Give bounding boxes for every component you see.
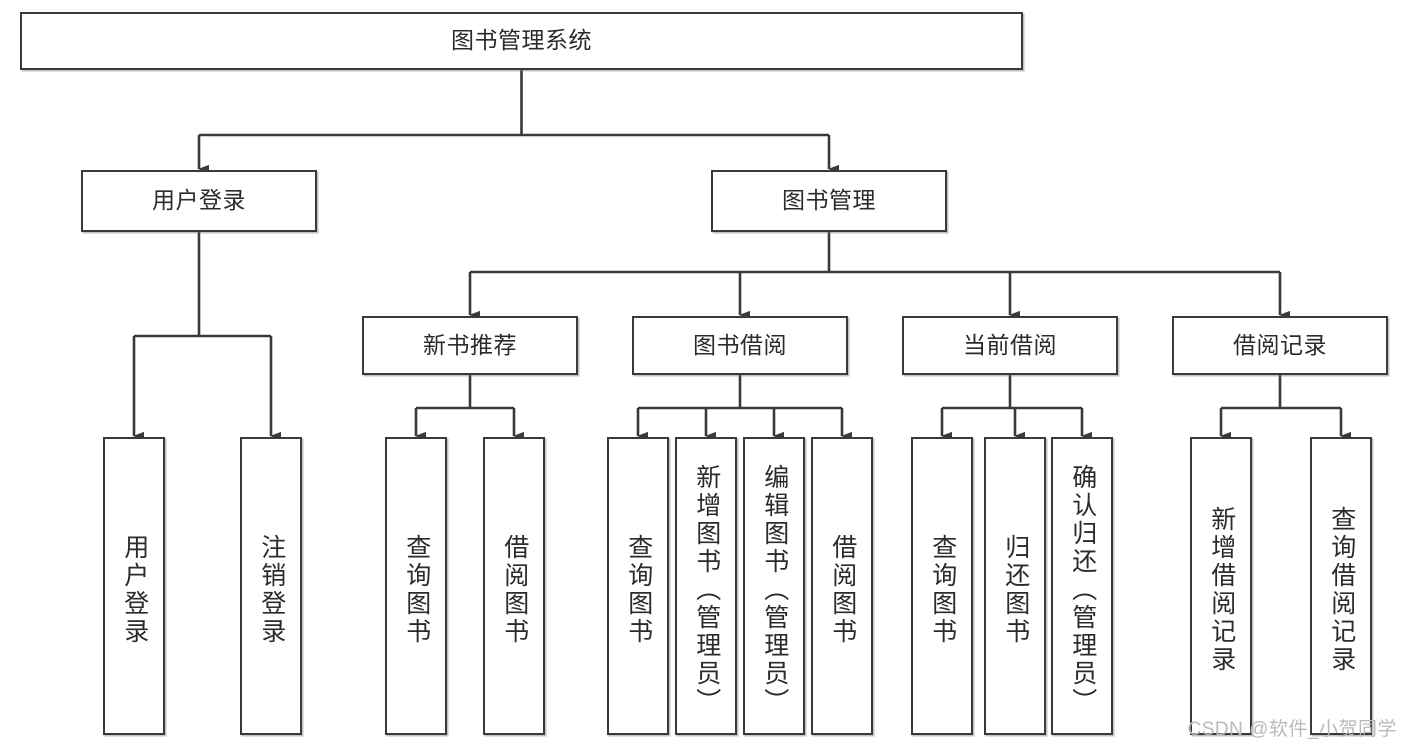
leaf-node-label: 用户登录: [120, 534, 149, 646]
leaf-node-label: 编辑图书（管理员）: [760, 464, 789, 716]
leaf-node-label: 查询借阅记录: [1327, 506, 1356, 674]
root-node-box: 图书管理系统: [20, 12, 1023, 70]
leaf-node-label: 新增图书（管理员）: [692, 464, 721, 716]
csdn-watermark: CSDN @软件_小贺同学: [1187, 719, 1397, 740]
leaf-node-box: 查询图书: [607, 437, 669, 735]
leaf-node-box: 确认归还（管理员）: [1051, 437, 1113, 735]
leaf-node-box: 注销登录: [240, 437, 302, 735]
level2-node-box: 借阅记录: [1172, 316, 1388, 375]
level1-node-label: 用户登录: [152, 187, 246, 214]
leaf-node-label: 查询图书: [928, 534, 957, 646]
leaf-node-box: 借阅图书: [811, 437, 873, 735]
leaf-node-label: 新增借阅记录: [1207, 506, 1236, 674]
leaf-node-label: 确认归还（管理员）: [1068, 464, 1097, 716]
level2-node-label: 借阅记录: [1233, 331, 1327, 358]
leaf-node-box: 归还图书: [984, 437, 1046, 735]
level2-node-box: 当前借阅: [902, 316, 1118, 375]
level1-node-box: 用户登录: [81, 170, 317, 232]
root-node-label: 图书管理系统: [451, 27, 592, 54]
level2-node-box: 新书推荐: [362, 316, 578, 375]
leaf-node-box: 新增借阅记录: [1190, 437, 1252, 735]
level1-node-box: 图书管理: [711, 170, 947, 232]
leaf-node-box: 查询图书: [911, 437, 973, 735]
leaf-node-box: 用户登录: [103, 437, 165, 735]
leaf-node-label: 归还图书: [1001, 534, 1030, 646]
leaf-node-label: 查询图书: [402, 534, 431, 646]
leaf-node-box: 借阅图书: [483, 437, 545, 735]
leaf-node-box: 查询图书: [385, 437, 447, 735]
leaf-node-label: 借阅图书: [500, 534, 529, 646]
level2-node-label: 新书推荐: [423, 331, 517, 358]
level2-node-box: 图书借阅: [632, 316, 848, 375]
leaf-node-label: 注销登录: [257, 534, 286, 646]
level2-node-label: 图书借阅: [693, 331, 787, 358]
level2-node-label: 当前借阅: [963, 331, 1057, 358]
level1-node-label: 图书管理: [782, 187, 876, 214]
leaf-node-box: 新增图书（管理员）: [675, 437, 737, 735]
leaf-node-label: 借阅图书: [828, 534, 857, 646]
leaf-node-box: 查询借阅记录: [1310, 437, 1372, 735]
leaf-node-label: 查询图书: [624, 534, 653, 646]
leaf-node-box: 编辑图书（管理员）: [743, 437, 805, 735]
